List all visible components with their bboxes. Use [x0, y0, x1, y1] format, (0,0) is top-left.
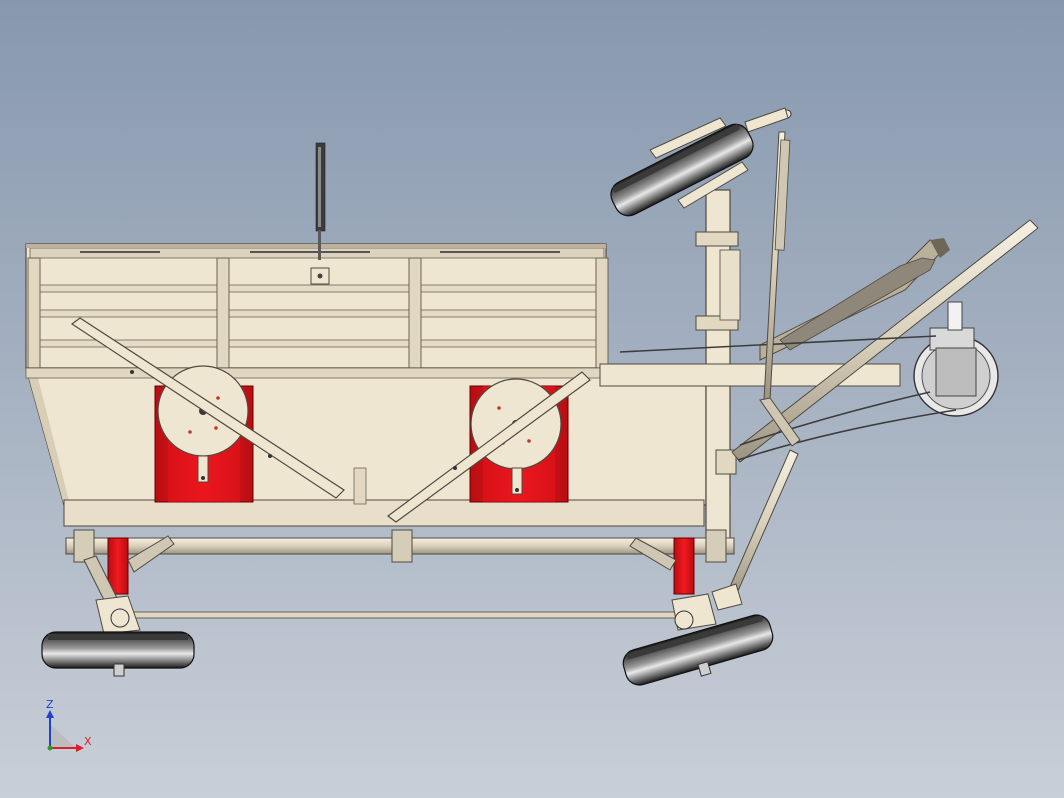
- ground-wheel-right: [622, 614, 774, 686]
- drive-gearbox: [913, 301, 999, 417]
- y-axis-point-icon: [47, 745, 53, 751]
- wheel-brackets: [95, 583, 743, 635]
- gas-strut-upper: [744, 107, 792, 401]
- lid-handle: [310, 142, 330, 285]
- gas-strut-lower: [725, 397, 801, 601]
- press-wheel-top: [610, 117, 754, 217]
- agitator-arm-right: [386, 371, 591, 523]
- triad-plane-icon: [50, 724, 76, 748]
- long-pole: [731, 219, 1039, 463]
- ground-wheel-left: [41, 631, 195, 677]
- red-wheel-posts: [107, 537, 695, 595]
- hopper-bin: [25, 367, 707, 527]
- z-axis-label: Z: [46, 698, 54, 711]
- coordinate-triad: Z X: [46, 698, 92, 752]
- main-axle: [65, 529, 735, 563]
- x-axis-label: X: [84, 735, 92, 748]
- agitator-arm-left: [70, 317, 345, 499]
- belt-drive: [619, 335, 957, 461]
